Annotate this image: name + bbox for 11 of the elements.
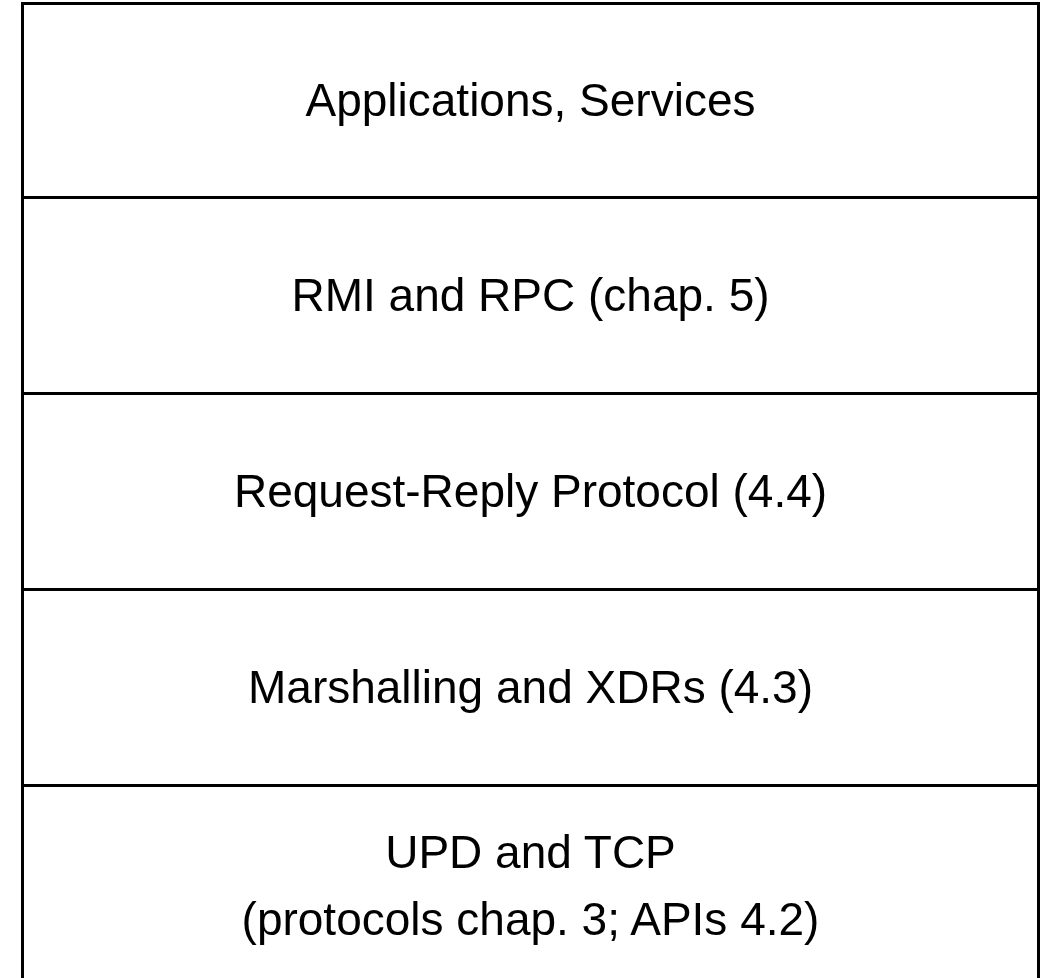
layer-label: UPD and TCP xyxy=(385,825,676,879)
layer-label: Applications, Services xyxy=(305,74,756,127)
layer-box xyxy=(21,196,1040,392)
layer-label: Request-Reply Protocol (4.4) xyxy=(233,465,828,518)
layer-label: Marshalling and XDRs (4.3) xyxy=(248,661,813,714)
layer-box xyxy=(21,588,1040,784)
layer-box xyxy=(21,2,1040,196)
layer-label: (protocols chap. 3; APIs 4.2) xyxy=(241,892,820,946)
layer-box xyxy=(21,392,1040,588)
layer-box xyxy=(21,784,1040,978)
layer-label: RMI and RPC (chap. 5) xyxy=(291,269,770,322)
